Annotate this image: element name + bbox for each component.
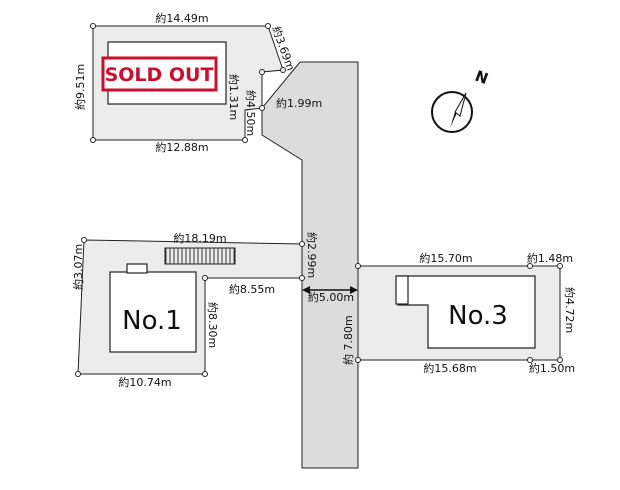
sold-out-text: SOLD OUT xyxy=(105,64,214,86)
dim-lot3-bottom-right: 約1.50m xyxy=(529,361,575,375)
vertex-markers xyxy=(75,23,563,377)
dim-lot3-right: 約4.72m xyxy=(563,287,577,333)
dim-lot1-inner-v: 約8.30m xyxy=(206,302,220,348)
north-letter: N xyxy=(473,67,491,88)
dim-lot3-top: 約15.70m xyxy=(419,251,472,265)
building-no1-label: No.1 xyxy=(122,306,182,336)
dim-lot1-inner-h: 約8.55m xyxy=(229,282,275,296)
building-no3-label: No.3 xyxy=(448,301,508,331)
dim-lot3-top-right: 約1.48m xyxy=(527,251,573,265)
dim-lot3-bottom: 約15.68m xyxy=(423,361,476,375)
dim-road-narrow: 約2.99m xyxy=(305,232,319,278)
dim-top-lot-step-h: 約1.99m xyxy=(276,96,322,110)
fence-hatch xyxy=(164,247,236,265)
dim-lot1-left: 約3.07m xyxy=(71,244,85,290)
building-no3-porch xyxy=(395,275,409,305)
north-arrow-icon: N xyxy=(431,67,491,133)
sold-out-badge xyxy=(101,56,218,92)
dim-top-lot-bottom: 約12.88m xyxy=(155,140,208,154)
dim-lot1-bottom: 約10.74m xyxy=(118,375,171,389)
dim-lot1-top: 約18.19m xyxy=(173,231,226,245)
building-no1 xyxy=(109,271,197,353)
dim-top-lot-step-v: 約1.31m xyxy=(227,74,241,120)
dim-top-lot-top: 約14.49m xyxy=(155,11,208,25)
road-width-arrow xyxy=(302,286,358,294)
building-no3 xyxy=(397,275,536,349)
building-no1-annex xyxy=(126,263,148,274)
dim-top-lot-step-v2: 約4.50m xyxy=(244,90,258,136)
dim-top-lot-left: 約9.51m xyxy=(73,64,87,110)
dim-road-width: 約5.00m xyxy=(308,290,354,304)
dim-lot3-left: 約 7.80m xyxy=(341,315,355,365)
